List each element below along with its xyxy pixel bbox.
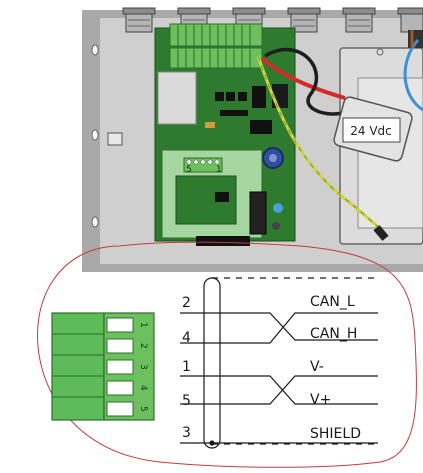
screw-terminal xyxy=(106,359,134,375)
signal-label-can-l: CAN_L xyxy=(310,294,355,310)
connector-body xyxy=(51,312,105,421)
screw xyxy=(272,222,280,230)
wire-v-minus-twist xyxy=(180,375,378,405)
signal-label-can-h: CAN_H xyxy=(310,326,357,342)
signal-label-v-plus: V+ xyxy=(310,392,331,408)
wire-pin-number: 3 xyxy=(182,425,191,441)
cable-gland xyxy=(397,7,423,33)
black-power-cable xyxy=(264,47,346,116)
display-module xyxy=(157,71,197,125)
cable-bundle xyxy=(203,277,221,449)
terminal-label-5: 5 xyxy=(186,165,192,175)
signal-label-shield: SHIELD xyxy=(310,426,361,442)
chip xyxy=(226,92,235,101)
daughter-board: 5 1 xyxy=(161,149,283,246)
chip xyxy=(215,192,229,202)
led xyxy=(273,203,283,213)
pin-header xyxy=(249,191,267,235)
connector-pin-4: 4 xyxy=(138,385,148,391)
screw-terminal xyxy=(106,317,134,333)
side-latch xyxy=(107,132,123,146)
connector-pin-2: 2 xyxy=(138,343,148,349)
mounting-hole-top xyxy=(91,44,99,56)
capacitor-top xyxy=(269,154,277,162)
mounting-hole-middle xyxy=(91,129,99,141)
chip xyxy=(252,86,266,108)
bus-connector: 1 2 3 4 5 xyxy=(51,312,155,421)
wire-pin-number: 2 xyxy=(182,295,191,311)
bus-terminal-block xyxy=(183,157,223,173)
red-power-cable xyxy=(260,56,346,100)
wire-pin-number: 5 xyxy=(182,393,191,409)
component xyxy=(205,122,215,128)
screw-terminal xyxy=(106,338,134,354)
chip xyxy=(220,110,248,116)
mounting-hole-bottom xyxy=(91,216,99,228)
voltage-label: 24 Vdc xyxy=(350,124,392,138)
wire-pin-number: 1 xyxy=(182,359,191,375)
connector-pin-5: 5 xyxy=(138,406,148,412)
connector-pin-1: 1 xyxy=(138,322,148,328)
chip xyxy=(238,92,247,101)
cable-gland xyxy=(342,7,376,33)
wire-pin-number: 4 xyxy=(182,330,191,346)
cable-glands xyxy=(122,7,423,33)
top-terminal-block-upper xyxy=(169,23,263,47)
top-terminal-block-lower xyxy=(169,47,263,69)
chip xyxy=(215,92,224,101)
signal-label-v-minus: V- xyxy=(310,359,324,375)
chip xyxy=(250,120,272,134)
connector-pin-3: 3 xyxy=(138,364,148,370)
screw-terminal xyxy=(106,380,134,396)
wire-can-l-twist xyxy=(180,312,378,341)
ribbon-connector xyxy=(196,236,250,246)
terminal-label-1: 1 xyxy=(216,165,222,175)
cable-gland xyxy=(287,7,321,33)
wire-v-plus-twist xyxy=(180,375,378,405)
power-supply-screw xyxy=(376,48,384,56)
cable-gland xyxy=(122,7,156,33)
wire-can-h-twist xyxy=(180,312,378,344)
cable-schematic xyxy=(180,277,378,449)
earth-lug xyxy=(373,225,389,241)
voltage-label-box xyxy=(342,117,401,143)
screw-terminal xyxy=(106,401,134,417)
shield-junction xyxy=(209,440,215,446)
highlight-outline xyxy=(37,241,417,468)
power-filter: 24 Vdc xyxy=(333,96,413,162)
